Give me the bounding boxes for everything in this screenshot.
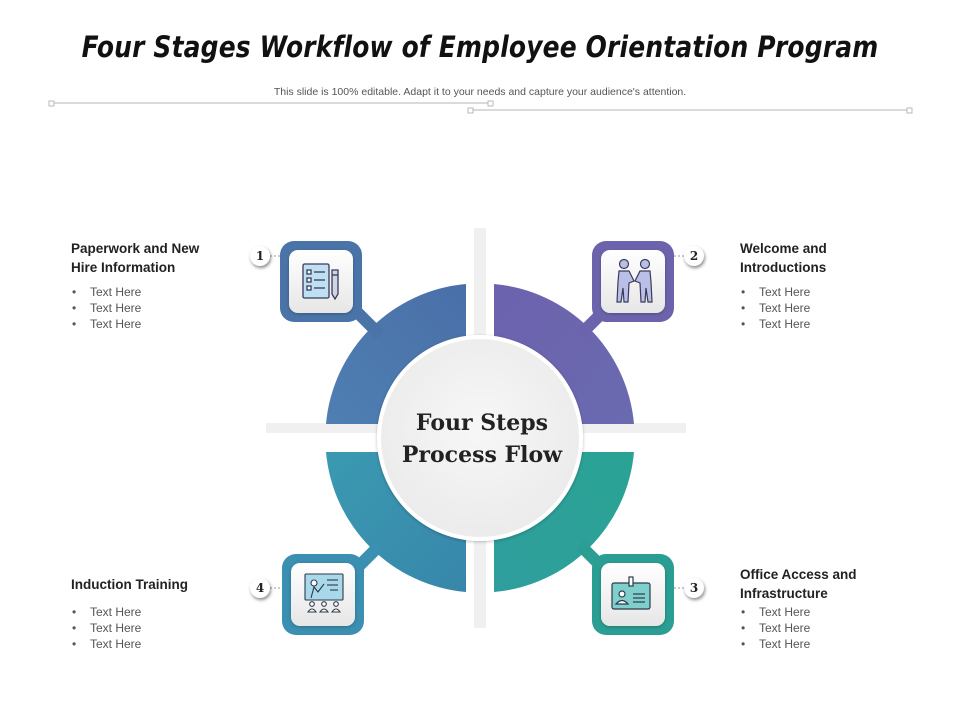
stage-3-number: 3	[684, 578, 704, 598]
stage-4-title: Induction Training	[71, 575, 188, 594]
stage-1-title-line2: Hire Information	[71, 260, 176, 275]
list-item: Text Here	[741, 300, 810, 316]
list-item: Text Here	[72, 300, 141, 316]
stage-4-number: 4	[250, 578, 270, 598]
ring-segment-2	[494, 284, 634, 424]
list-item: Text Here	[741, 636, 810, 652]
stage-2-bullets: Text Here Text Here Text Here	[741, 284, 810, 332]
ring	[326, 284, 634, 592]
list-item: Text Here	[741, 284, 810, 300]
slide-title: Four Stages Workflow of Employee Orienta…	[81, 30, 879, 64]
handshake-icon	[616, 258, 653, 303]
ring-segment-1	[326, 284, 466, 424]
list-item: Text Here	[741, 604, 810, 620]
stage-2-title-line2: Introductions	[740, 260, 827, 275]
ring-segment-3	[494, 452, 634, 592]
stage-4-icon-frame	[282, 554, 364, 635]
ring-segment-4	[326, 452, 466, 592]
stage-3-title-line1: Office Access and	[740, 567, 857, 582]
stage-2-title-line1: Welcome and	[740, 241, 827, 256]
checklist-icon	[302, 263, 339, 301]
center-circle	[377, 335, 583, 541]
stage-1-bullets: Text Here Text Here Text Here	[72, 284, 141, 332]
id-card-icon	[611, 576, 651, 610]
slide-subtitle: This slide is 100% editable. Adapt it to…	[273, 86, 687, 98]
stage-3-bullets: Text Here Text Here Text Here	[741, 604, 810, 652]
stage-3-icon-frame	[592, 554, 674, 635]
list-item: Text Here	[72, 316, 141, 332]
center-label-line2: Process Flow	[402, 442, 563, 468]
stage-2-number: 2	[684, 246, 704, 266]
header-divider	[48, 100, 913, 114]
list-item: Text Here	[72, 604, 141, 620]
stage-3-title-line2: Infrastructure	[740, 586, 828, 601]
stage-4-bullets: Text Here Text Here Text Here	[72, 604, 141, 652]
stage-2-icon-frame	[592, 241, 674, 322]
list-item: Text Here	[72, 620, 141, 636]
stage-1-number: 1	[250, 246, 270, 266]
stage-1-title: Paperwork and New Hire Information	[71, 239, 199, 277]
list-item: Text Here	[741, 620, 810, 636]
list-item: Text Here	[72, 636, 141, 652]
list-item: Text Here	[741, 316, 810, 332]
list-item: Text Here	[72, 284, 141, 300]
presentation-board-icon	[304, 573, 344, 613]
stage-2-title: Welcome and Introductions	[740, 239, 827, 277]
stage-4-title-line1: Induction Training	[71, 577, 188, 592]
center-label-line1: Four Steps	[416, 410, 548, 436]
stage-1-icon-frame	[280, 241, 362, 322]
stage-3-title: Office Access and Infrastructure	[740, 565, 857, 603]
stage-1-title-line1: Paperwork and New	[71, 241, 200, 256]
